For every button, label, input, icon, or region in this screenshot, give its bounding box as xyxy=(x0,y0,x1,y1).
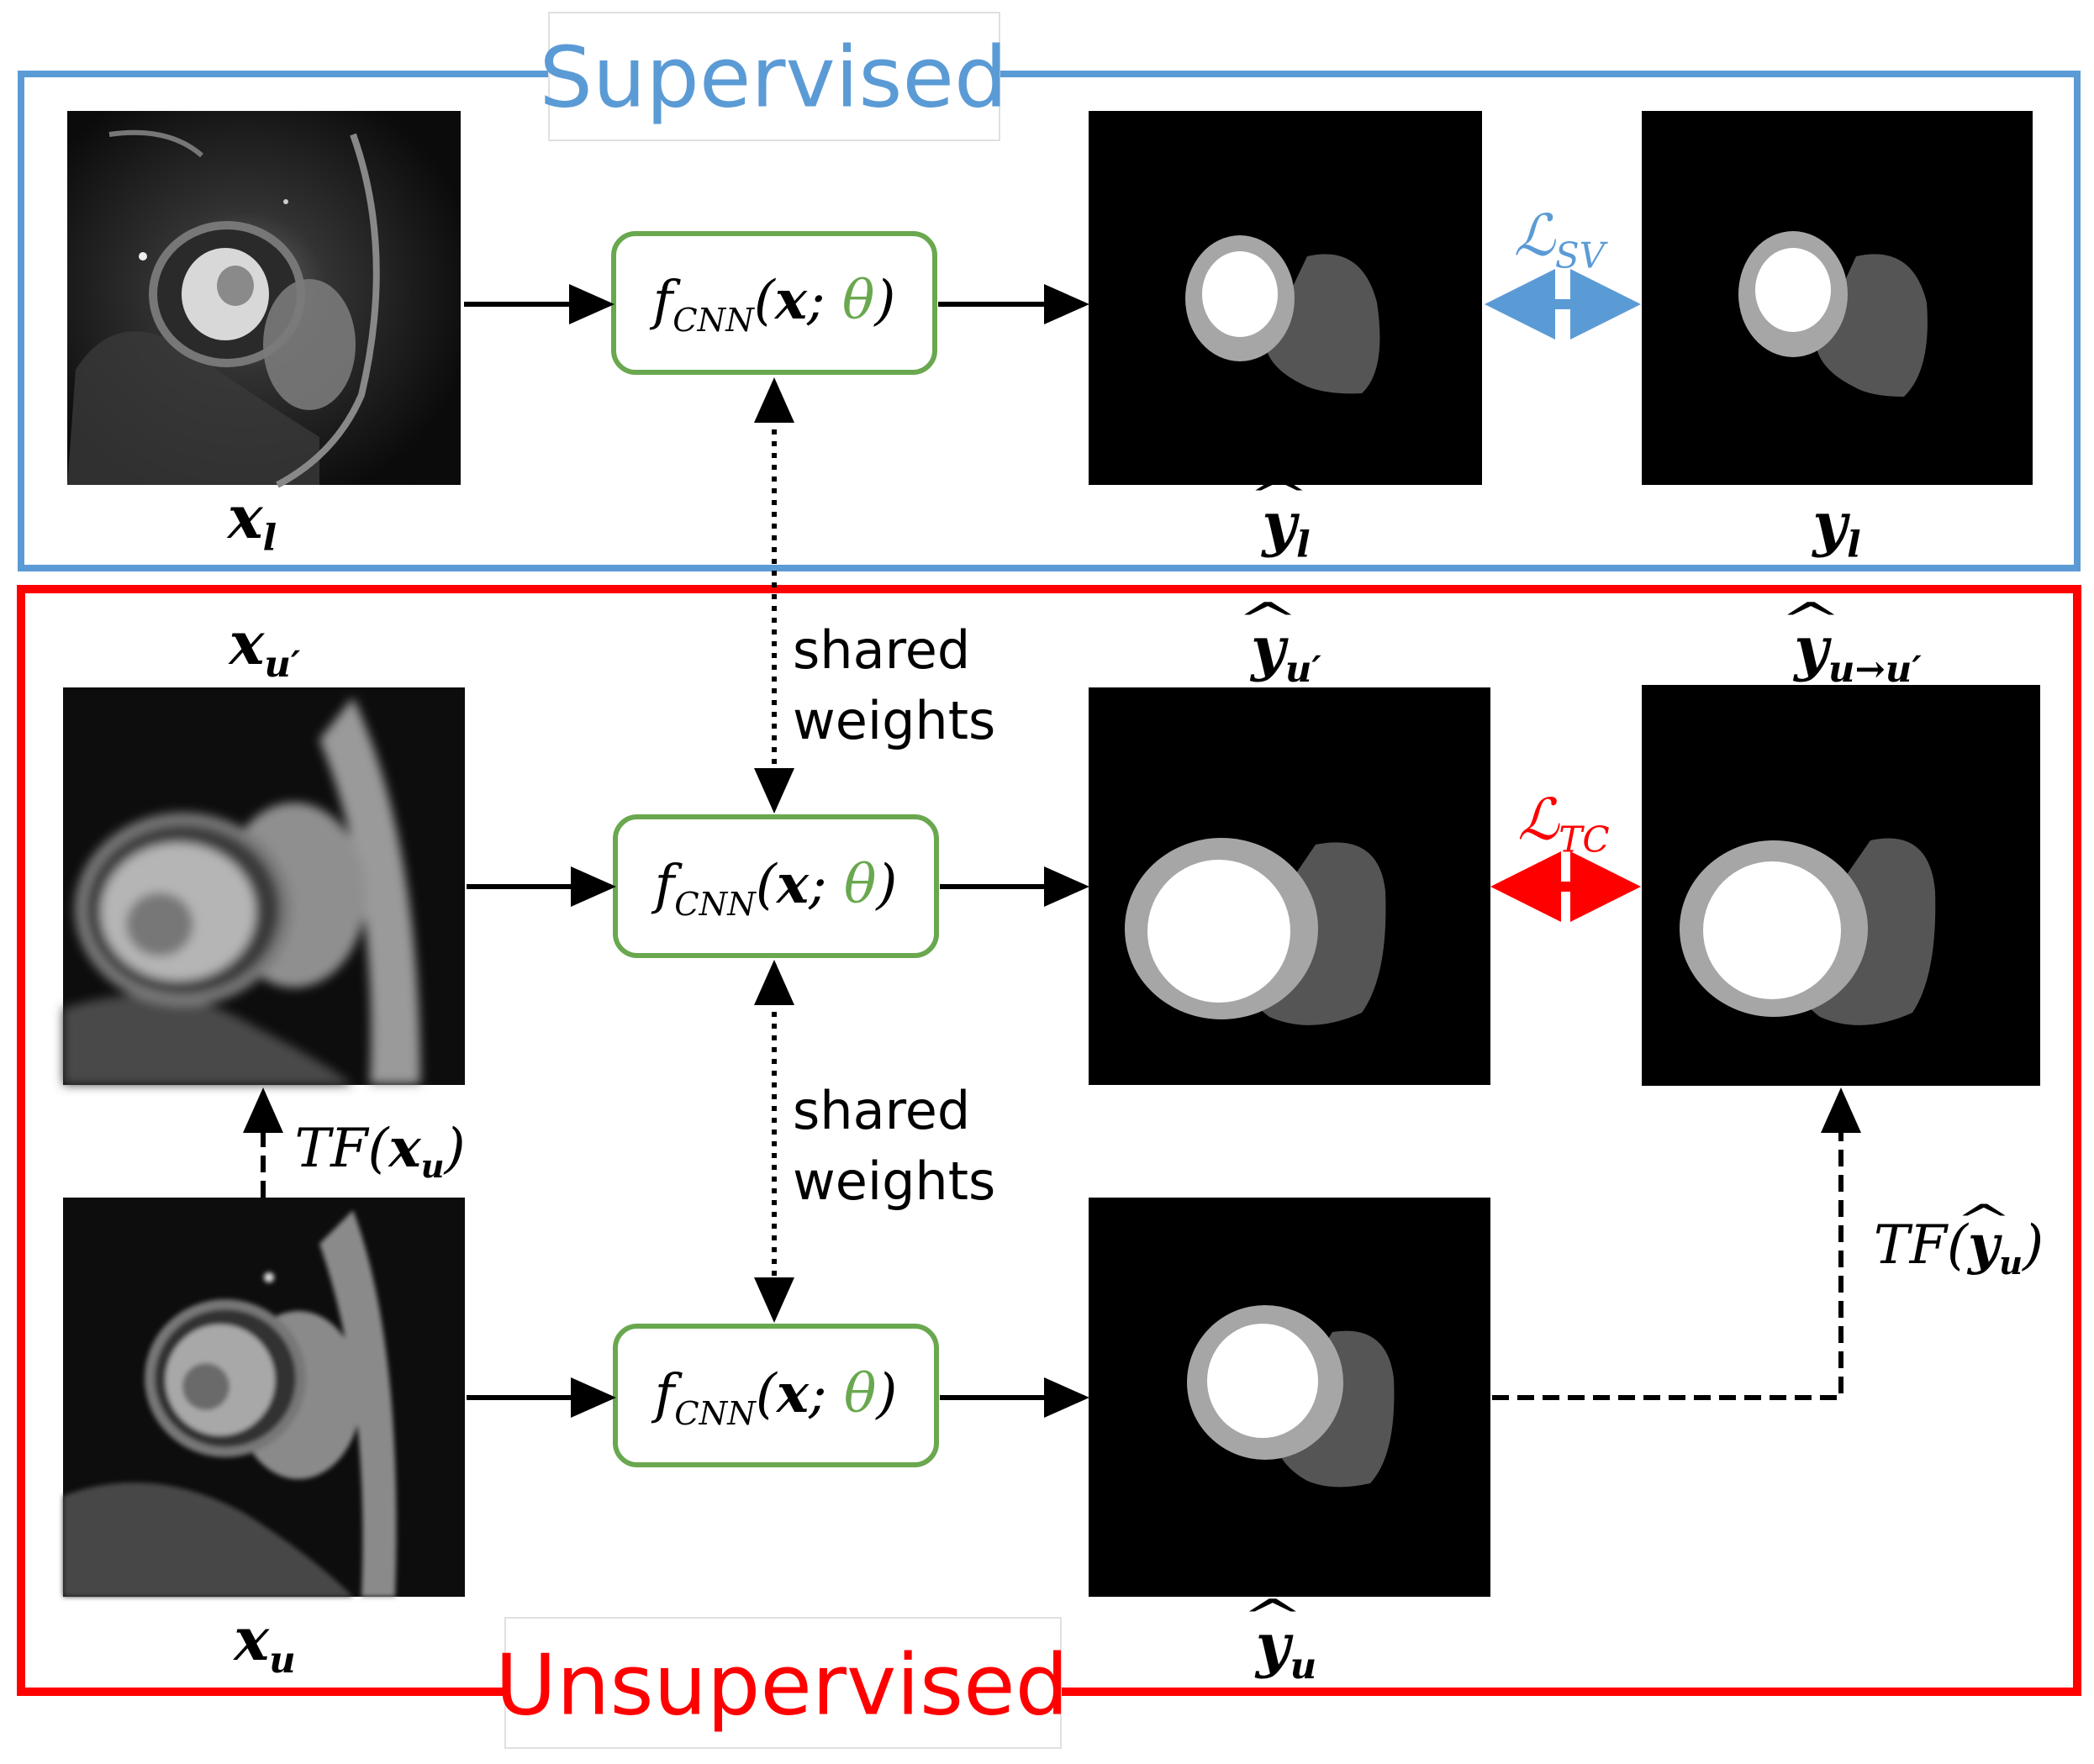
label-tf-x: TF(xu) xyxy=(294,1116,466,1187)
cnn-label-supervised: fCNN(x; θ) xyxy=(652,268,896,340)
image-x-uprime xyxy=(63,687,465,1085)
image-yhat-u-to-uprime xyxy=(1642,685,2040,1086)
label-yhat-l: yl xyxy=(1262,489,1310,566)
supervised-title-bg xyxy=(548,12,1000,141)
label-x-uprime: xu′ xyxy=(229,608,301,687)
supervised-title: Supervised xyxy=(539,28,1008,127)
image-y-l xyxy=(1642,111,2033,485)
label-loss-sv: ℒSV xyxy=(1513,203,1606,276)
arrow-tf-y xyxy=(1492,1087,1861,1400)
image-yhat-uprime xyxy=(1089,687,1490,1085)
label-yhat-u: yu xyxy=(1256,1610,1316,1688)
shared-weights-label-1: shared weights xyxy=(793,619,996,751)
image-x-l xyxy=(67,111,461,488)
label-x-u: xu xyxy=(234,1603,296,1682)
cnn-label-unsupervised-1: fCNN(x; θ) xyxy=(654,852,898,924)
shared-weights-label-2: shared weights xyxy=(793,1080,996,1212)
unsupervised-title-bg xyxy=(504,1617,1062,1749)
image-x-u xyxy=(63,1198,465,1597)
label-x-l: xl xyxy=(227,482,277,561)
supervised-frame xyxy=(18,71,2081,571)
label-yhat-uprime: yu′ xyxy=(1251,613,1321,691)
label-yhat-u-to-uprime: yu→u′ xyxy=(1794,613,1922,691)
label-tf-y: TF(yu) xyxy=(1874,1214,2044,1282)
label-loss-tc: ℒTC xyxy=(1517,787,1610,861)
unsupervised-title: Unsupervised xyxy=(494,1635,1069,1735)
image-yhat-l xyxy=(1089,111,1482,485)
label-y-l: yl xyxy=(1812,488,1861,567)
image-yhat-u xyxy=(1089,1198,1490,1597)
cnn-label-unsupervised-2: fCNN(x; θ) xyxy=(654,1361,898,1434)
